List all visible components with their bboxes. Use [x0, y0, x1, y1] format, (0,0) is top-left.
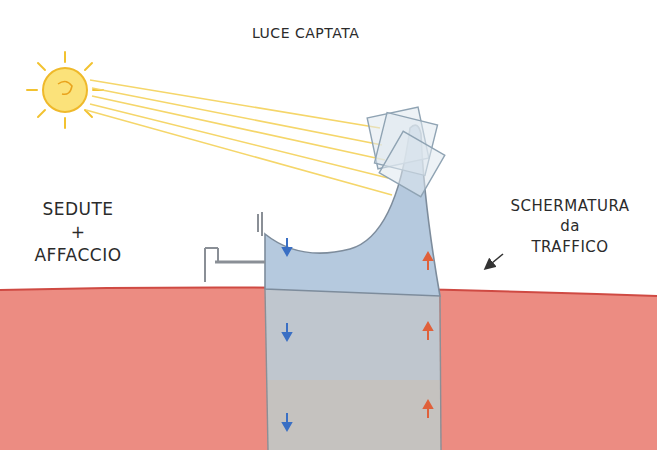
leader-arrow	[486, 254, 503, 268]
annotation-label: LUCE CAPTATA	[252, 24, 422, 43]
airflow-down-arrows	[283, 238, 291, 430]
sun-symbol	[27, 52, 103, 128]
reflector-panels	[367, 107, 445, 197]
shaft-wall	[265, 289, 268, 450]
light-rays	[86, 80, 392, 195]
ground-section	[0, 288, 657, 450]
annotation-label: SCHERMATURA da TRAFFICO	[500, 196, 640, 257]
light-shaft	[265, 287, 441, 450]
annotation-label: SEDUTE + AFFACCIO	[28, 198, 128, 267]
shaft-wall	[440, 296, 441, 450]
bench-symbol	[205, 212, 265, 282]
light-shaft-wash	[265, 287, 440, 380]
airflow-up-arrows	[424, 253, 432, 418]
